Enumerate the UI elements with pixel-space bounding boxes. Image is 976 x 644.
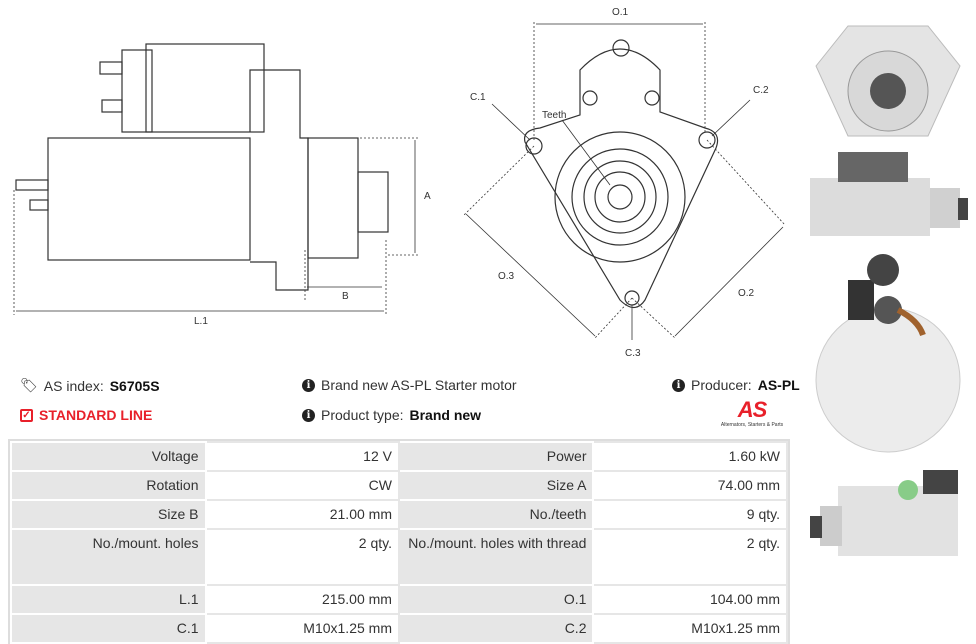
dim-c3-label: C.3 — [625, 348, 641, 359]
spec-label: Size B — [10, 499, 207, 530]
spec-label: No./teeth — [397, 499, 595, 530]
spec-value: 9 qty. — [592, 499, 788, 530]
spec-value: 21.00 mm — [204, 499, 400, 530]
spec-value: 1.60 kW — [592, 441, 788, 472]
standard-line-badge: ✓ STANDARD LINE — [20, 407, 152, 423]
dim-o3-label: O.3 — [498, 271, 515, 282]
spec-value: 2 qty. — [204, 528, 400, 586]
dim-b-label: B — [342, 291, 349, 302]
logo-mark: AS — [737, 397, 768, 422]
spec-label: Voltage — [10, 441, 207, 472]
spec-value: 215.00 mm — [204, 584, 400, 615]
product-photo-side[interactable] — [808, 148, 968, 240]
description: i Brand new AS-PL Starter motor — [302, 377, 517, 393]
logo-tagline: Alternators, Starters & Parts — [720, 422, 784, 428]
spec-label: Rotation — [10, 470, 207, 501]
as-pl-logo: AS Alternators, Starters & Parts — [712, 397, 792, 429]
product-photo-rear[interactable] — [808, 250, 968, 458]
spec-label: L.1 — [10, 584, 207, 615]
spec-label: No./mount. holes — [10, 528, 207, 586]
producer: i Producer: AS-PL — [672, 377, 800, 393]
spec-label: C.2 — [397, 613, 595, 644]
dim-l1-label: L.1 — [194, 316, 208, 327]
teeth-label: Teeth — [542, 110, 566, 121]
product-type-value: Brand new — [409, 407, 482, 423]
description-text: Brand new AS-PL Starter motor — [321, 377, 517, 393]
as-index-value: S6705S — [109, 377, 160, 394]
spec-label: O.1 — [397, 584, 595, 615]
producer-value: AS-PL — [757, 377, 800, 393]
front-view-drawing: O.1 O.2 O.3 C.1 C.2 C.3 Teeth — [463, 7, 786, 359]
as-index-label: AS index: — [43, 377, 104, 394]
as-index: 🏷︎ AS index: S6705S — [20, 377, 160, 394]
spec-label: Size A — [397, 470, 595, 501]
spec-value: 74.00 mm — [592, 470, 788, 501]
dim-o2-label: O.2 — [738, 288, 755, 299]
info-icon: i — [302, 378, 315, 392]
producer-label: Producer: — [691, 377, 752, 393]
spec-value: 2 qty. — [592, 528, 788, 586]
spec-label: No./mount. holes with thread — [397, 528, 595, 586]
product-type: i Product type: Brand new — [302, 407, 481, 423]
checkbox-icon: ✓ — [20, 408, 33, 422]
spec-label: C.1 — [10, 613, 207, 644]
dim-o1-label: O.1 — [612, 7, 629, 18]
dim-a-label: A — [424, 191, 431, 202]
product-type-label: Product type: — [321, 407, 404, 423]
product-photo-front[interactable] — [808, 6, 968, 146]
spec-value: M10x1.25 mm — [204, 613, 400, 644]
spec-value: 104.00 mm — [592, 584, 788, 615]
product-photo-side-2[interactable] — [808, 466, 968, 562]
info-icon: i — [672, 378, 685, 392]
side-view-drawing: A B L.1 — [13, 43, 431, 327]
info-icon: i — [302, 408, 315, 422]
dim-c1-label: C.1 — [470, 92, 486, 103]
spec-value: M10x1.25 mm — [592, 613, 788, 644]
dim-c2-label: C.2 — [753, 85, 769, 96]
spec-value: CW — [204, 470, 400, 501]
spec-value: 12 V — [204, 441, 400, 472]
tags-icon: 🏷︎ — [20, 377, 38, 393]
standard-line-label: STANDARD LINE — [39, 407, 153, 423]
spec-label: Power — [397, 441, 595, 472]
